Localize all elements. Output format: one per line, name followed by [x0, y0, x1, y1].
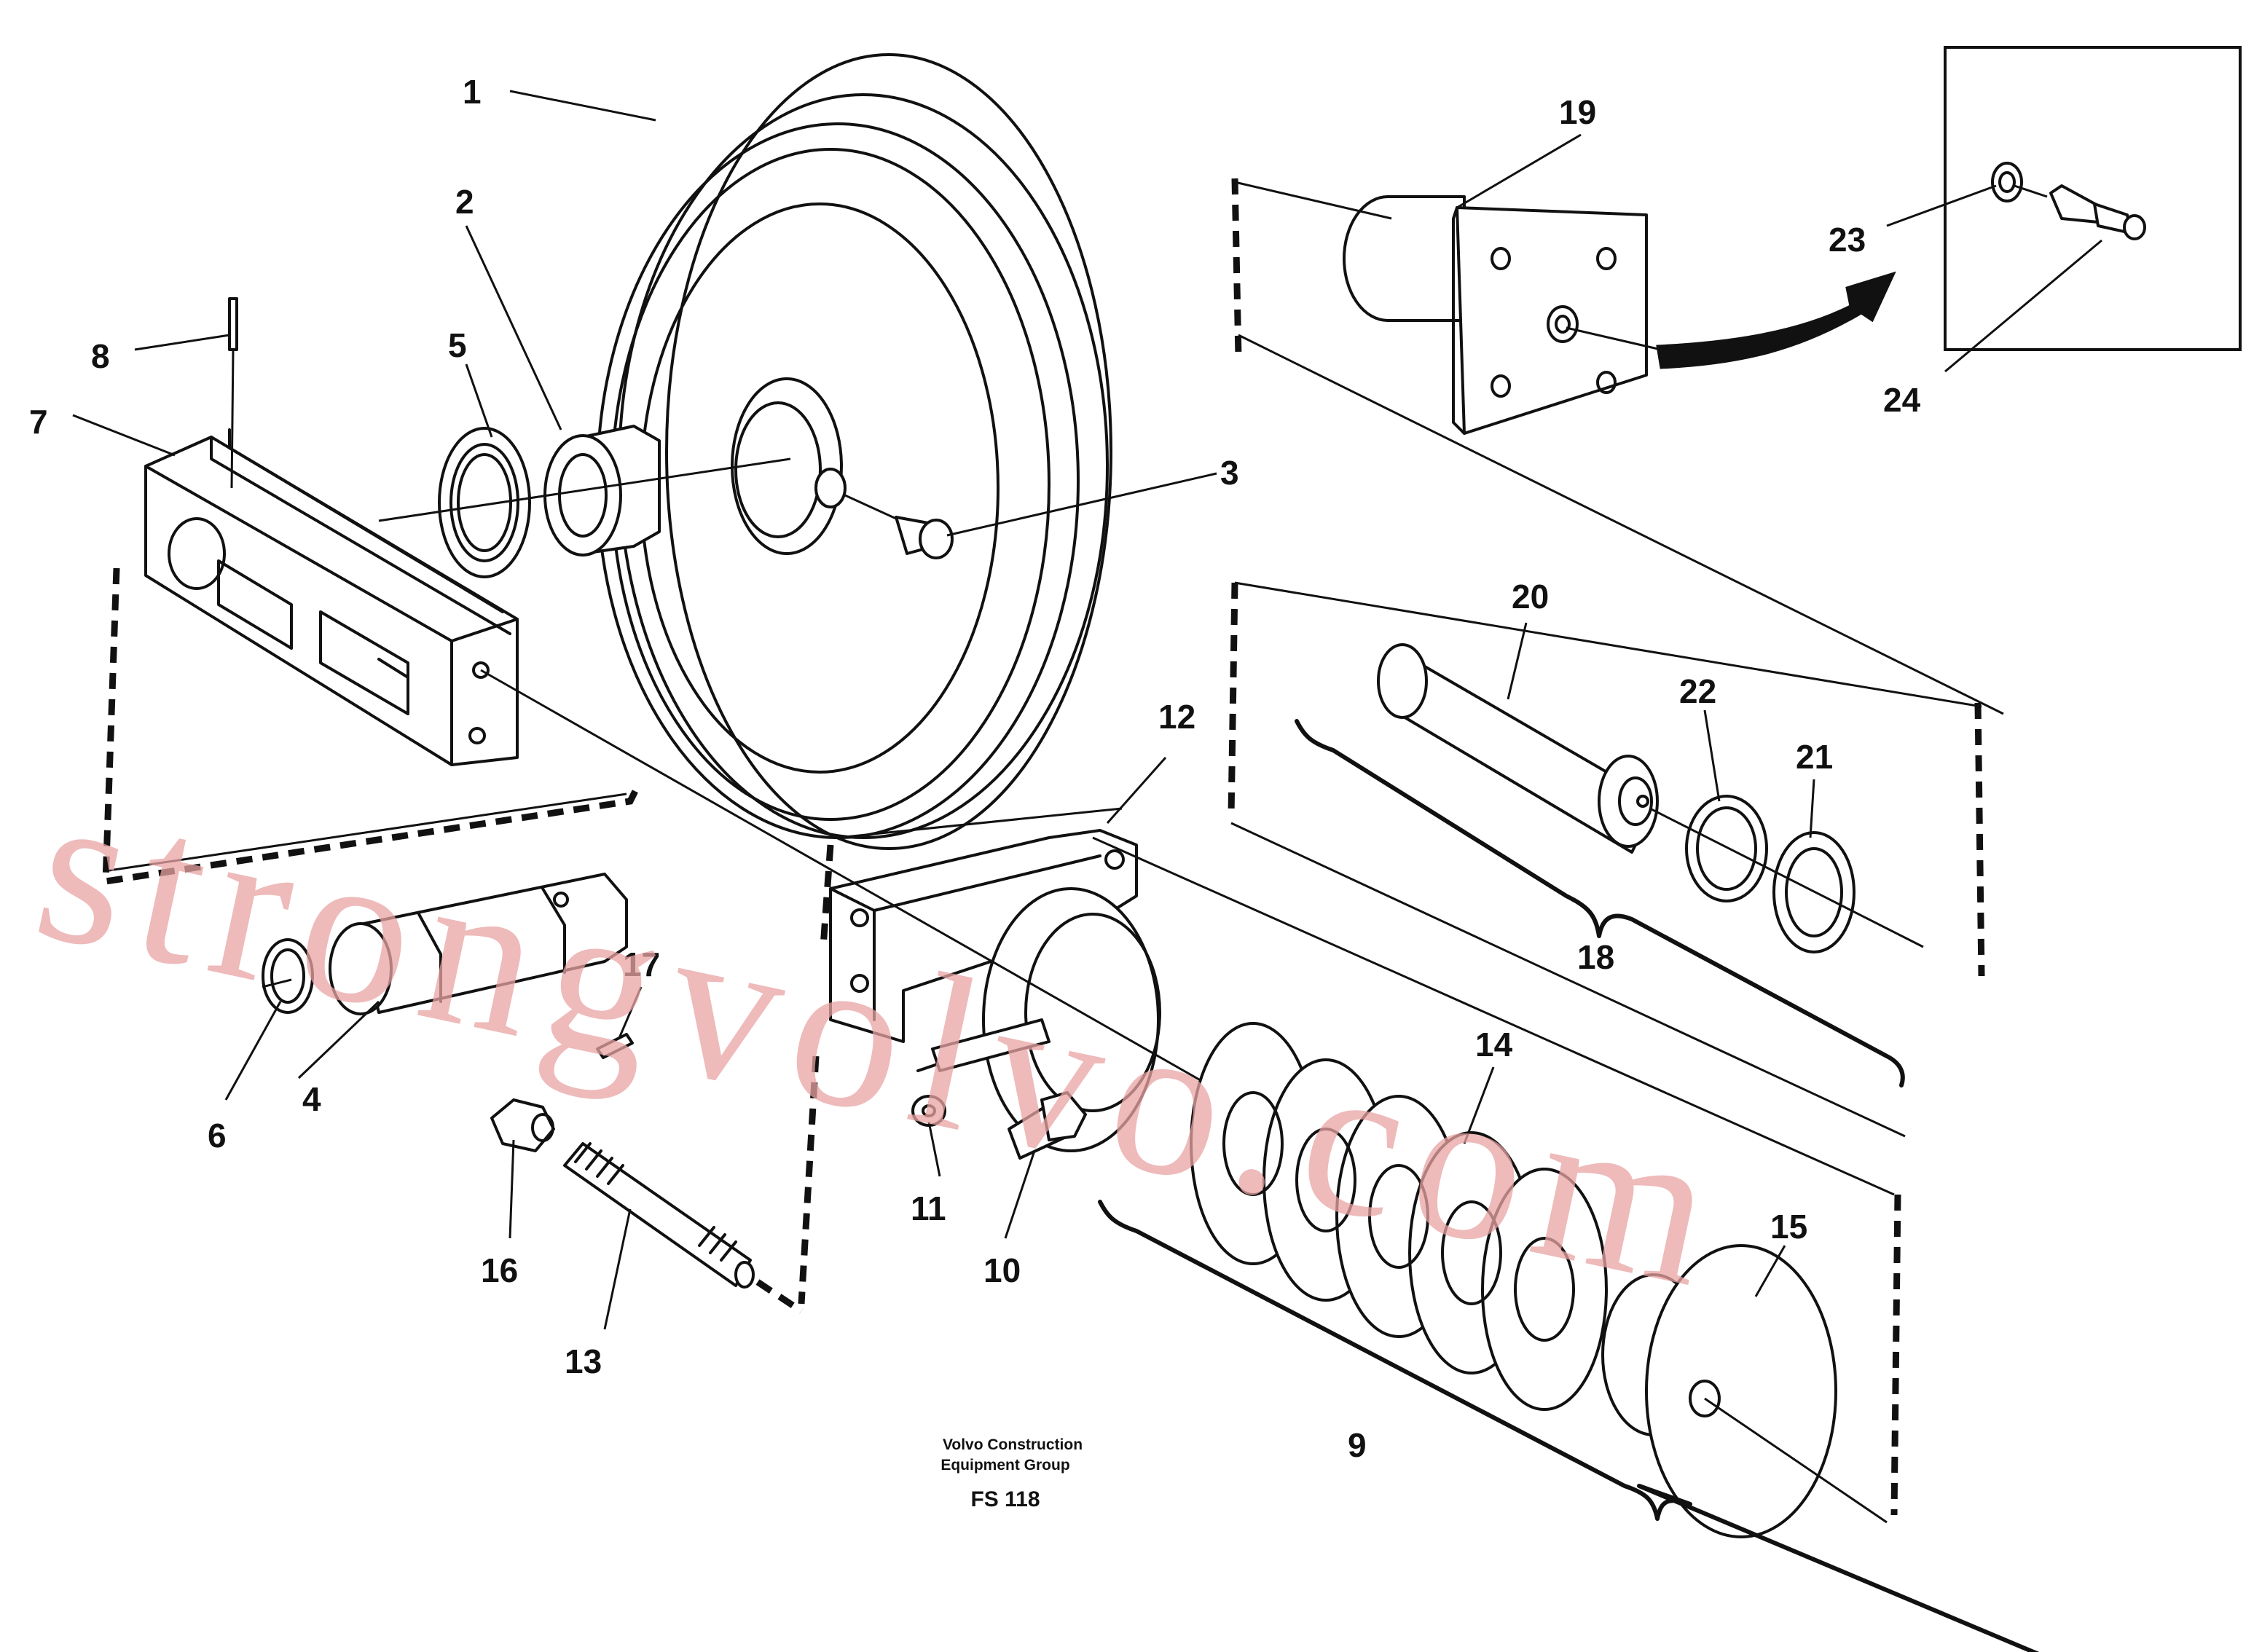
caption-group: Equipment Group — [940, 1457, 1069, 1474]
label-21: 21 — [1796, 738, 1833, 776]
seal-ring — [438, 427, 531, 578]
bushing — [543, 425, 661, 556]
hex-bolt — [1008, 1091, 1087, 1160]
label-12: 12 — [1158, 698, 1195, 736]
caption-company: Volvo Construction — [943, 1436, 1083, 1453]
idler-wheel — [596, 53, 1112, 850]
label-8: 8 — [91, 337, 110, 375]
spring-seat — [1601, 1244, 1888, 1538]
frame-bracket — [144, 297, 519, 766]
label-9: 9 — [1348, 1426, 1367, 1464]
seal-22 — [1685, 795, 1768, 902]
arrow-icon — [1656, 271, 1896, 369]
label-14: 14 — [1475, 1026, 1513, 1063]
label-5: 5 — [448, 326, 467, 364]
label-17: 17 — [623, 945, 660, 983]
label-1: 1 — [463, 73, 482, 111]
label-23: 23 — [1829, 221, 1866, 259]
label-11: 11 — [911, 1189, 946, 1227]
circlip — [262, 938, 314, 1014]
coil-spring — [1190, 1022, 1608, 1411]
leader-lines — [72, 90, 2102, 1330]
label-7: 7 — [29, 403, 48, 441]
shaft — [329, 873, 628, 1015]
label-4: 4 — [302, 1080, 321, 1118]
threaded-rod — [563, 1142, 804, 1314]
cylinder-housing — [1343, 195, 1662, 435]
callout-labels: 1 2 3 4 5 6 7 8 9 10 11 12 13 14 15 16 1… — [29, 73, 1921, 1464]
grease-cylinder — [1377, 643, 1659, 854]
label-20: 20 — [1512, 578, 1549, 615]
label-15: 15 — [1770, 1208, 1807, 1246]
label-13: 13 — [565, 1342, 602, 1380]
tension-bracket — [829, 829, 1161, 1152]
label-18: 18 — [1577, 938, 1614, 976]
label-24: 24 — [1883, 381, 1921, 419]
grease-nipple-inset — [1944, 46, 2242, 351]
nut — [490, 1098, 555, 1152]
label-6: 6 — [208, 1117, 227, 1155]
caption-block: Volvo Construction Equipment Group FS 11… — [940, 1436, 1083, 1511]
label-22: 22 — [1679, 672, 1716, 710]
label-19: 19 — [1559, 93, 1596, 131]
key — [596, 1033, 634, 1059]
label-3: 3 — [1220, 454, 1239, 492]
label-2: 2 — [455, 183, 474, 221]
figure-code: FS 118 — [970, 1487, 1040, 1511]
bolt — [844, 494, 954, 559]
label-16: 16 — [481, 1251, 518, 1289]
label-10: 10 — [983, 1251, 1021, 1289]
